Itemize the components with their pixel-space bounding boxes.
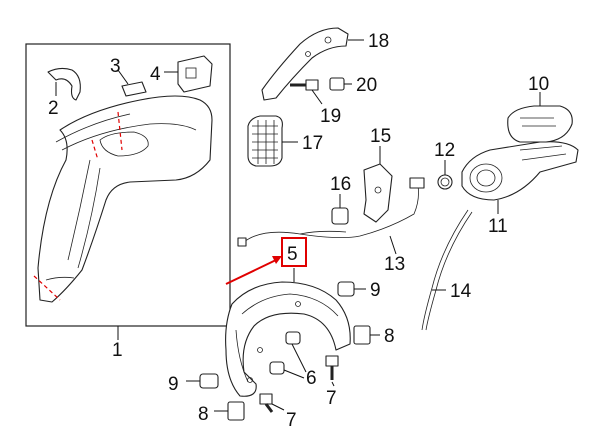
highlight-box-5	[281, 237, 307, 267]
callout-11: 11	[488, 216, 508, 237]
clip-part-8-right	[353, 325, 380, 345]
nut-part-20	[329, 77, 352, 91]
callout-14: 14	[450, 281, 472, 302]
callout-15: 15	[370, 126, 391, 147]
callout-20: 20	[356, 75, 377, 96]
pad-part-3	[117, 69, 147, 97]
bracket-part-2	[47, 67, 81, 101]
callout-12: 12	[434, 140, 455, 161]
callout-9-upper: 9	[370, 280, 381, 301]
callout-3: 3	[110, 56, 121, 77]
screw-part-7-lower	[259, 393, 285, 413]
callout-4: 4	[150, 64, 161, 85]
grommet-part-6	[269, 331, 307, 379]
quarter-panel-part-1	[33, 95, 213, 303]
callout-17: 17	[302, 133, 323, 154]
o-ring-part-12	[437, 160, 453, 190]
callout-6: 6	[306, 368, 317, 389]
fuel-door-part-10	[507, 92, 573, 143]
callout-7-lower: 7	[286, 410, 297, 431]
plug-part-9-lower	[186, 373, 219, 389]
callout-19: 19	[320, 106, 341, 127]
callout-8-lower: 8	[198, 404, 209, 425]
vent-grille-part-17	[247, 115, 298, 167]
fender-liner-part-5	[225, 268, 351, 397]
release-cable-part-13	[237, 177, 425, 255]
clip-part-8-lower	[214, 401, 245, 421]
bumper-part-16	[331, 194, 349, 225]
callout-9-lower: 9	[168, 374, 179, 395]
bracket-part-15	[363, 146, 393, 223]
plug-part-9-upper	[337, 281, 366, 297]
group-box-1	[25, 43, 231, 327]
highlight-arrow	[225, 237, 307, 285]
drain-hose-part-14	[421, 209, 473, 331]
callout-7-right: 7	[326, 388, 337, 409]
callout-13: 13	[384, 254, 405, 275]
reinforcement-part-18	[261, 27, 364, 101]
red-mark-lower	[33, 275, 61, 301]
red-mark-upper	[117, 111, 123, 151]
callout-2: 2	[48, 98, 59, 119]
callout-10: 10	[528, 74, 549, 95]
callout-5: 5	[287, 244, 298, 265]
fuel-door-housing-part-11	[461, 141, 579, 214]
screw-part-7-right	[325, 355, 339, 387]
callout-18: 18	[368, 31, 389, 52]
bolt-part-19	[290, 79, 323, 105]
callout-1: 1	[112, 340, 123, 361]
callout-16: 16	[330, 174, 351, 195]
callout-8-right: 8	[384, 326, 395, 347]
bracket-part-4	[164, 55, 213, 93]
